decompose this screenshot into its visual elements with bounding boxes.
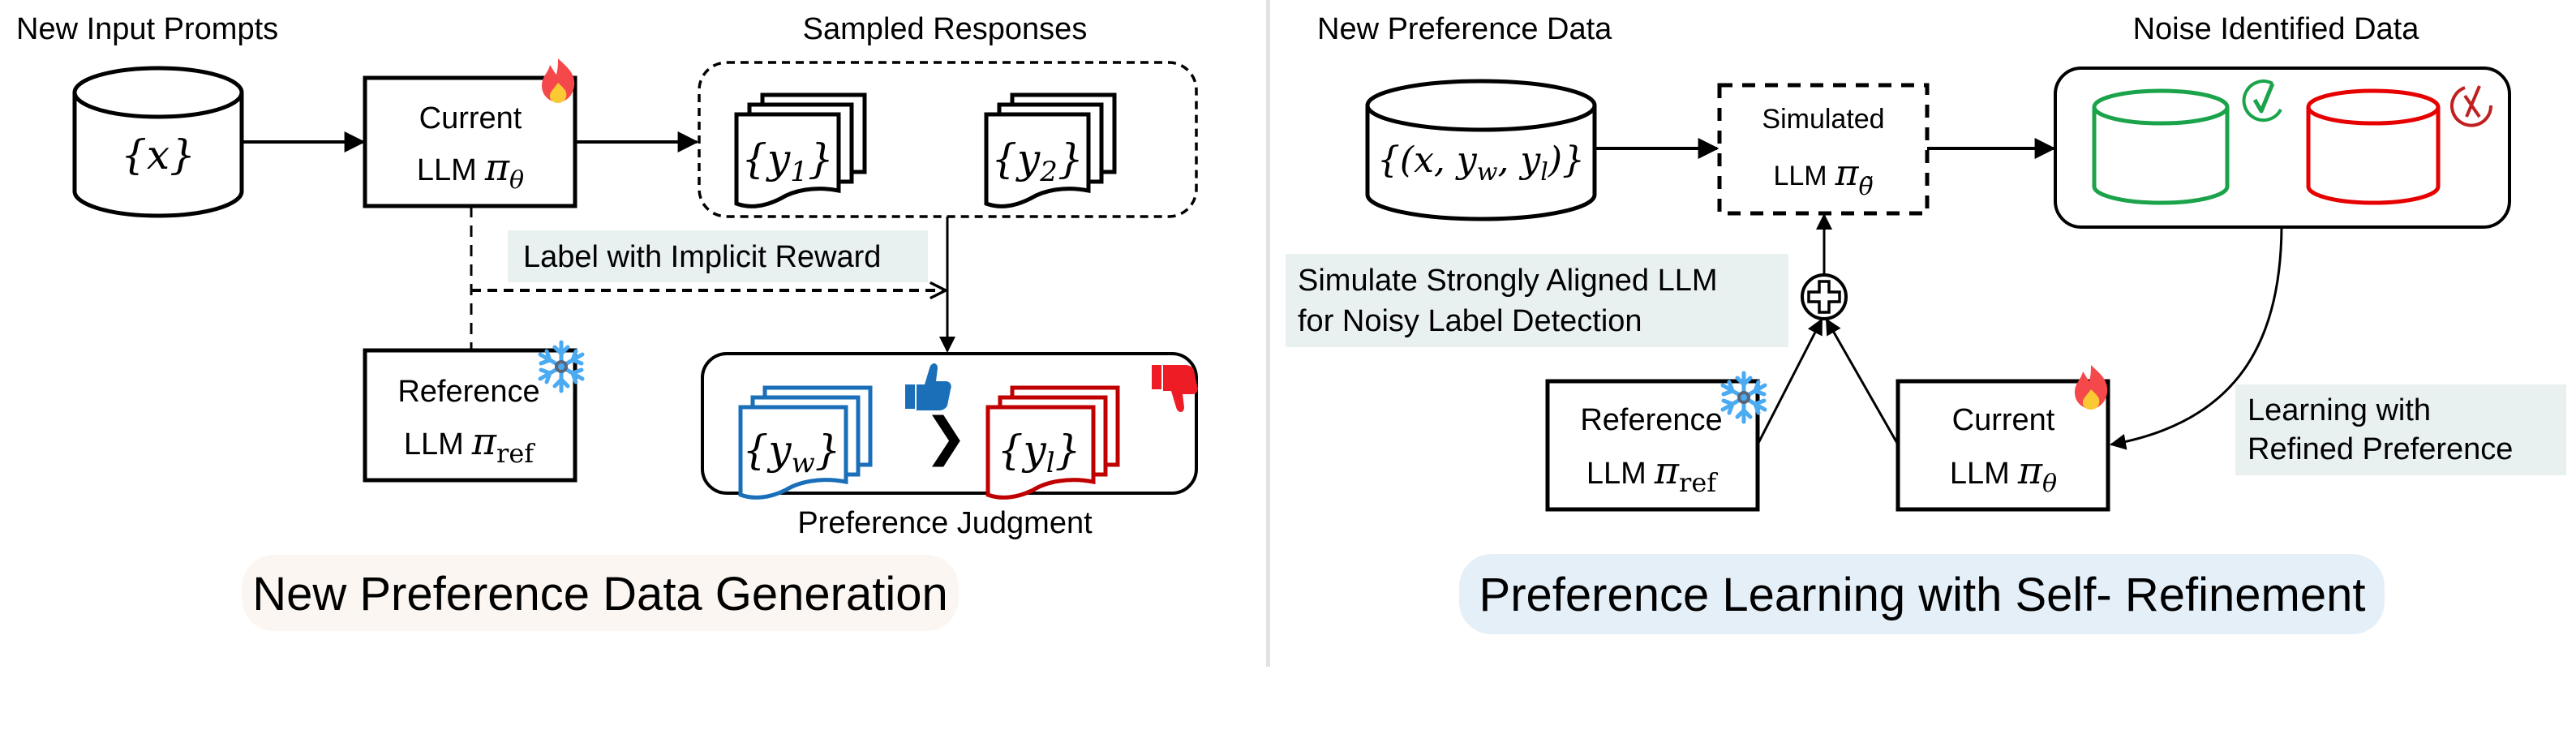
preference-data-database: {(x, yw, yl)} xyxy=(1365,79,1597,221)
thumbs-down-icon xyxy=(1152,365,1198,412)
right-panel-title-bg xyxy=(1459,554,2385,634)
thumbs-up-icon xyxy=(905,363,951,410)
response-y1-math: {y1} xyxy=(741,135,834,188)
implicit-reward-label: Label with Implicit Reward xyxy=(523,240,881,274)
panel-divider xyxy=(1266,0,1270,667)
simulated-llm-line1: Simulated xyxy=(1762,104,1884,135)
right-panel: New Preference Data Noise Identified Dat… xyxy=(1286,12,2566,634)
simulate-note-line1: Simulate Strongly Aligned LLM xyxy=(1298,264,1718,298)
snowflake-icon xyxy=(1720,371,1767,424)
fire-icon xyxy=(542,58,575,103)
simulate-note-bg xyxy=(1286,254,1788,347)
winner-response-stack: {yw} xyxy=(738,385,873,500)
check-circle-icon xyxy=(2242,79,2282,122)
preferred-over-symbol: ❯ xyxy=(924,407,968,467)
input-set-math: {x} xyxy=(121,131,195,178)
noise-identified-data-label: Noise Identified Data xyxy=(2133,12,2420,46)
learning-note-line1: Learning with xyxy=(2248,393,2431,427)
preference-data-math: {(x, yw, yl)} xyxy=(1377,140,1585,187)
x-circle-icon xyxy=(2450,85,2493,127)
plus-circle-icon xyxy=(1801,273,1848,320)
right-panel-title: Preference Learning with Self- Refinemen… xyxy=(1459,554,2385,634)
response-y2-math: {y2} xyxy=(991,135,1084,188)
left-panel-title-bg xyxy=(242,555,959,631)
arrow-noise-to-current xyxy=(2110,226,2283,450)
preference-judgment-label: Preference Judgment xyxy=(797,506,1093,540)
simulate-note-line2: for Noisy Label Detection xyxy=(1298,304,1642,338)
simulate-note: Simulate Strongly Aligned LLM for Noisy … xyxy=(1286,254,1788,347)
response-stack-y1: {y1} xyxy=(734,92,867,208)
input-prompts-database: {x} xyxy=(72,66,244,218)
response-stack-y2: {y2} xyxy=(984,92,1117,208)
current-llm-line1: Current xyxy=(419,101,522,135)
fire-icon xyxy=(2075,365,2108,410)
loser-response-math: {yl} xyxy=(998,427,1081,479)
winner-response-math: {yw} xyxy=(743,427,841,479)
preference-judgment-group: {yw} ❯ {yl} xyxy=(701,352,1198,500)
learning-note-line2: Refined Preference xyxy=(2248,432,2513,466)
reference-llm-right-line1: Reference xyxy=(1580,403,1722,437)
arrow-reference-to-plus xyxy=(1756,318,1823,445)
right-panel-title-text: Preference Learning with Self- Refinemen… xyxy=(1479,569,2366,621)
left-panel: New Input Prompts Sampled Responses {x} … xyxy=(16,12,1198,631)
learning-note: Learning with Refined Preference xyxy=(2235,384,2566,475)
noisy-data-database xyxy=(2306,88,2441,205)
new-preference-data-label: New Preference Data xyxy=(1317,12,1612,46)
left-panel-title-text: New Preference Data Generation xyxy=(252,568,948,620)
clean-data-database xyxy=(2092,88,2230,205)
sampled-responses-label: Sampled Responses xyxy=(803,12,1088,46)
implicit-reward-note: Label with Implicit Reward xyxy=(508,230,928,282)
noise-identified-group xyxy=(2054,67,2511,229)
sampled-responses-group: {y1} {y2} xyxy=(698,61,1198,218)
left-panel-title: New Preference Data Generation xyxy=(242,555,959,631)
input-prompts-label: New Input Prompts xyxy=(16,12,278,46)
implicit-reward-note-bg xyxy=(508,230,928,282)
snowflake-icon xyxy=(538,340,585,393)
reference-llm-line1: Reference xyxy=(397,375,539,409)
learning-note-bg xyxy=(2235,384,2566,475)
current-llm-right-line1: Current xyxy=(1952,403,2055,437)
loser-response-stack: {yl} xyxy=(985,385,1120,500)
arrow-current-to-plus xyxy=(1825,318,1900,445)
